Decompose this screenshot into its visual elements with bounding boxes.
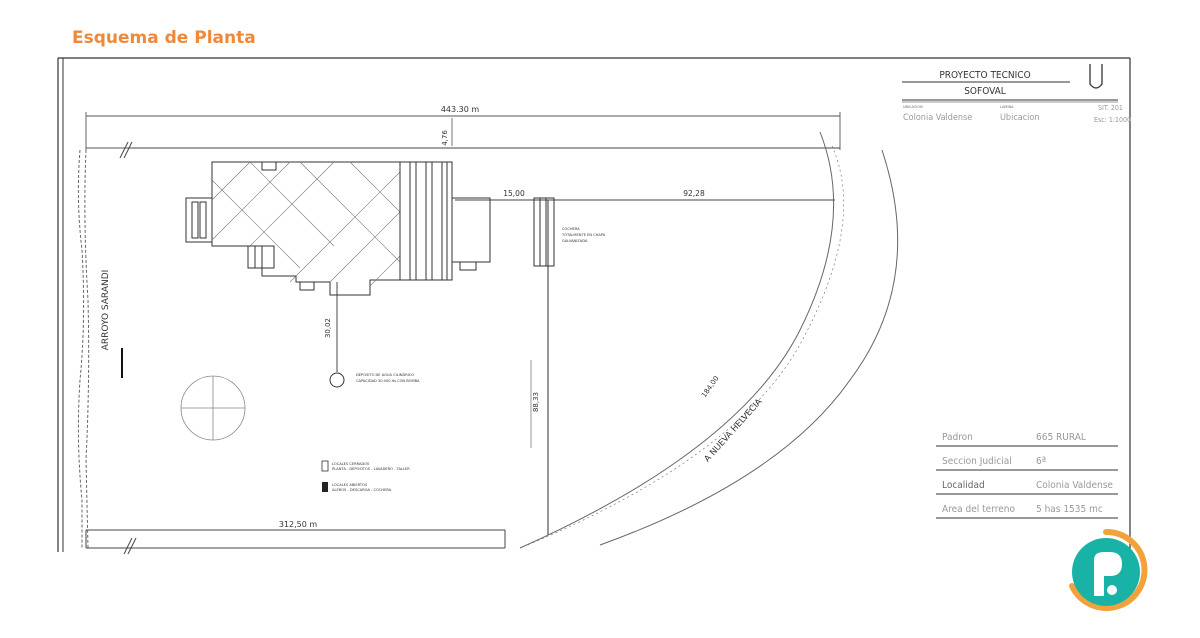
info-row-value: 5 has 1535 mc xyxy=(1036,504,1103,515)
dimension-31250-label: 312,50 m xyxy=(279,520,318,529)
info-row-label: Localidad xyxy=(942,480,985,491)
legend-open-1: LOCALES ABIERTOS xyxy=(332,483,368,487)
circular-feature xyxy=(180,375,246,441)
title-block-mid-label: LAMINA xyxy=(1000,105,1014,109)
title-line-2: SOFOVAL xyxy=(964,86,1006,97)
road-label: A NUEVA HELVECIA xyxy=(703,397,765,464)
title-block-right-value-1: SIT. 201 xyxy=(1098,104,1123,112)
info-row-label: Seccion Judicial xyxy=(942,456,1012,467)
tank-note-2: CAPACIDAD 30.000 lts CON BOMBA xyxy=(356,379,420,383)
dimension-top xyxy=(85,112,841,150)
dimension-184-label: 184,00 xyxy=(700,375,721,400)
title-block-left-label: UBICACION xyxy=(903,105,923,109)
shed-note-3: GALVANIZADA xyxy=(562,239,588,243)
info-row-value: Colonia Valdense xyxy=(1036,480,1113,491)
dimension-3002-label: 30,02 xyxy=(324,318,332,338)
lot-boundary xyxy=(85,141,840,555)
info-table: Padron 665 RURAL Seccion Judicial 6ª Loc… xyxy=(936,432,1118,519)
title-block-mid-value: Ubicacion xyxy=(1000,113,1040,123)
garage-shed xyxy=(533,197,555,267)
tank-note-1: DEPOSITO DE AGUA CILINDRICO xyxy=(356,373,414,377)
shed-note-2: TOTALMENTE EN CHAPA xyxy=(561,233,606,237)
legend-open-swatch xyxy=(322,482,328,492)
title-block: PROYECTO TECNICO SOFOVAL UBICACION Colon… xyxy=(902,64,1131,124)
water-tank xyxy=(329,372,345,388)
p-brand-icon xyxy=(1069,528,1148,611)
info-row-value: 665 RURAL xyxy=(1036,432,1086,443)
dimension-476-label: 4,76 xyxy=(441,130,449,146)
dimension-15-label: 15,00 xyxy=(503,189,525,198)
legend-closed-swatch xyxy=(321,460,329,472)
title-block-mark xyxy=(1089,64,1103,89)
plan-legend: LOCALES CERRADOS PLANTA - DEPOSITOS - LA… xyxy=(321,460,410,492)
stream-edge xyxy=(77,149,90,549)
info-row-label: Area del terreno xyxy=(942,504,1015,515)
dimension-9228-label: 92,28 xyxy=(683,189,705,198)
main-building xyxy=(185,161,491,296)
dimension-8833-label: 88,33 xyxy=(532,392,540,412)
sheet-frame xyxy=(57,57,1131,552)
page-title: Esquema de Planta xyxy=(72,28,256,48)
title-line-1: PROYECTO TECNICO xyxy=(939,70,1030,81)
stream-label: ARROYO SARANDI xyxy=(101,270,111,351)
legend-closed-2: PLANTA - DEPOSITOS - LAVADERO - TALLER xyxy=(332,467,410,471)
info-row-value: 6ª xyxy=(1036,456,1046,467)
legend-closed-1: LOCALES CERRADOS xyxy=(332,462,370,466)
dimension-443-label: 443.30 m xyxy=(441,105,480,114)
title-block-left-value: Colonia Valdense xyxy=(903,113,972,123)
title-block-right-value-2: Esc: 1:1000 xyxy=(1094,116,1131,124)
shed-note-1: COCHERA xyxy=(562,227,580,231)
info-row-label: Padron xyxy=(942,432,973,443)
legend-open-2: ALEROS - DESCARGA - COCHERA xyxy=(332,488,392,492)
road-arcs xyxy=(519,131,899,549)
